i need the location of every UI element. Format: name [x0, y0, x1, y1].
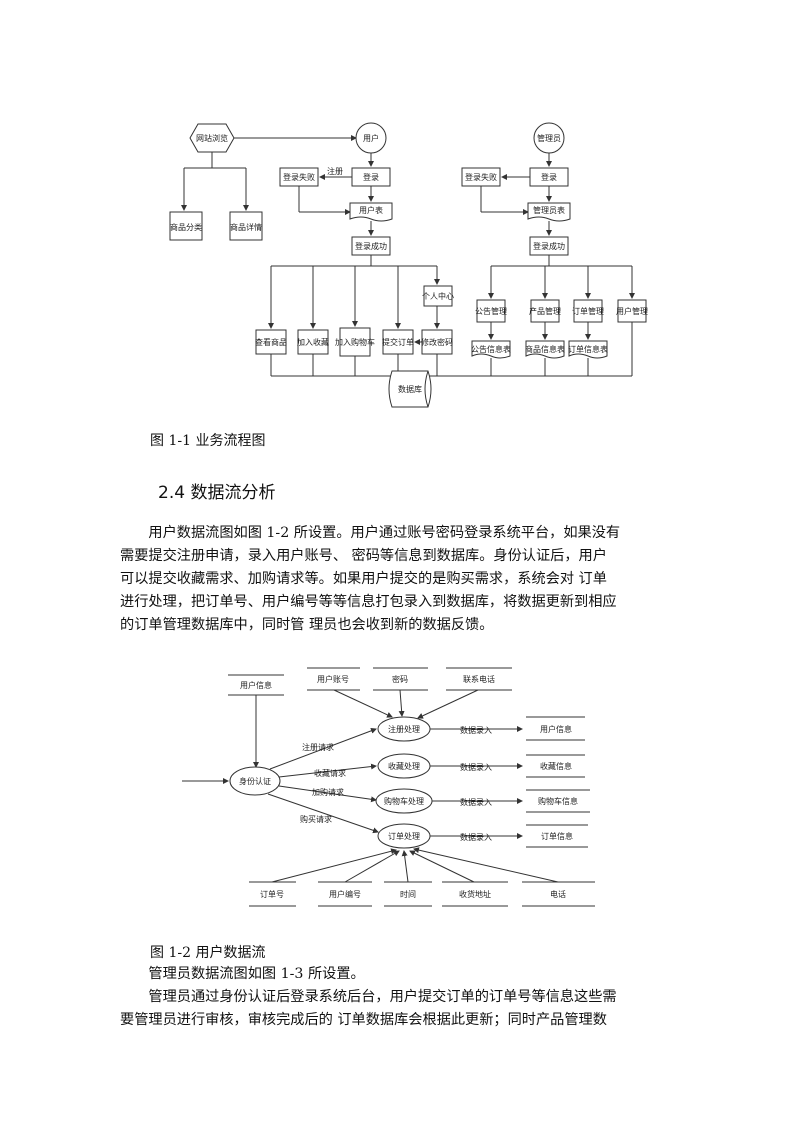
- after-paragraph: 管理员数据流图如图 1-3 所设置。 管理员通过身份认证后登录系统后台，用户提交…: [120, 963, 680, 1032]
- store-user-info: 用户信息: [540, 724, 572, 734]
- node-product-detail: 商品详情: [230, 222, 262, 232]
- flow-register-request: 注册请求: [302, 742, 334, 752]
- paragraph-line: 管理员数据流图如图 1-3 所设置。: [148, 966, 365, 982]
- node-cart: 加入购物车: [335, 337, 375, 347]
- src-phone-top: 联系电话: [463, 674, 495, 684]
- node-login-ok: 登录成功: [355, 241, 387, 251]
- node-user-mgmt: 用户管理: [616, 306, 648, 316]
- node-browse: 网站浏览: [196, 133, 228, 143]
- flow-buy-request: 购买请求: [300, 814, 332, 824]
- proc-order: 订单处理: [388, 831, 420, 841]
- figure2-caption: 图 1-2 用户数据流: [150, 945, 266, 961]
- flow-data-in-3: 数据录入: [460, 797, 492, 807]
- section-paragraph: 用户数据流图如图 1-2 所设置。用户通过账号密码登录系统平台，如果没有 需要提…: [120, 522, 680, 637]
- src-time: 时间: [400, 889, 416, 899]
- src-account: 用户账号: [317, 674, 349, 684]
- src-address: 收货地址: [459, 889, 491, 899]
- paragraph-line: 进行处理，把订单号、用户编号等等信息打包录入到数据库，将数据更新到相应: [120, 594, 617, 610]
- src-order-no: 订单号: [260, 889, 284, 899]
- edge-register: 注册: [327, 166, 343, 176]
- paragraph-line: 需要提交注册申请，录入用户账号、 密码等信息到数据库。身份认证后，用户: [120, 548, 607, 564]
- paragraph-line: 的订单管理数据库中，同时管 理员也会收到新的数据反馈。: [120, 617, 494, 633]
- node-user: 用户: [363, 133, 379, 143]
- store-order-info: 订单信息: [541, 831, 573, 841]
- node-product-cat: 商品分类: [170, 222, 202, 232]
- node-admin-fail: 登录失败: [465, 172, 497, 182]
- node-login: 登录: [363, 172, 379, 182]
- node-order-table: 订单信息表: [568, 344, 608, 354]
- node-order: 提交订单: [382, 337, 414, 347]
- node-admin-table: 管理员表: [533, 205, 565, 215]
- node-product-table: 商品信息表: [525, 344, 565, 354]
- user-dataflow-diagram: [182, 667, 595, 907]
- src-phone-bottom: 电话: [550, 889, 566, 899]
- flow-cart-request: 加购请求: [312, 787, 344, 797]
- src-user-info: 用户信息: [240, 680, 272, 690]
- figure1-caption: 图 1-1 业务流程图: [150, 433, 266, 449]
- flow-favorite-request: 收藏请求: [314, 768, 346, 778]
- node-personal: 个人中心: [422, 291, 454, 301]
- node-admin-login: 登录: [541, 172, 557, 182]
- node-order-mgmt: 订单管理: [572, 306, 604, 316]
- node-admin: 管理员: [537, 133, 561, 143]
- flow-data-in-1: 数据录入: [460, 725, 492, 735]
- node-database: 数据库: [398, 384, 422, 394]
- node-favorite: 加入收藏: [297, 337, 329, 347]
- node-product-mgmt: 产品管理: [529, 306, 561, 316]
- paragraph-line: 可以提交收藏需求、加购请求等。如果用户提交的是购买需求，系统会对 订单: [120, 571, 607, 587]
- proc-register: 注册处理: [388, 724, 420, 734]
- proc-auth: 身份认证: [239, 776, 271, 786]
- src-user-no: 用户编号: [329, 889, 361, 899]
- src-password: 密码: [392, 674, 408, 684]
- flow-data-in-2: 数据录入: [460, 762, 492, 772]
- proc-favorite: 收藏处理: [388, 761, 420, 771]
- store-cart-info: 购物车信息: [538, 796, 578, 806]
- node-login-fail: 登录失败: [283, 172, 315, 182]
- node-modify: 修改密码: [421, 337, 453, 347]
- store-favorite-info: 收藏信息: [540, 761, 572, 771]
- node-notice-table: 公告信息表: [471, 344, 511, 354]
- node-search: 查看商品: [255, 337, 287, 347]
- paragraph-line: 管理员通过身份认证后登录系统后台，用户提交订单的订单号等信息这些需: [148, 989, 617, 1005]
- paragraph-line: 要管理员进行审核，审核完成后的 订单数据库会根据此更新；同时产品管理数: [120, 1012, 607, 1028]
- node-notice-mgmt: 公告管理: [475, 306, 507, 316]
- flow-data-in-4: 数据录入: [460, 832, 492, 842]
- proc-cart: 购物车处理: [384, 796, 424, 806]
- section-heading: 2.4 数据流分析: [158, 483, 276, 503]
- paragraph-line: 用户数据流图如图 1-2 所设置。用户通过账号密码登录系统平台，如果没有: [148, 525, 621, 541]
- node-admin-ok: 登录成功: [533, 241, 565, 251]
- node-user-table: 用户表: [359, 205, 383, 215]
